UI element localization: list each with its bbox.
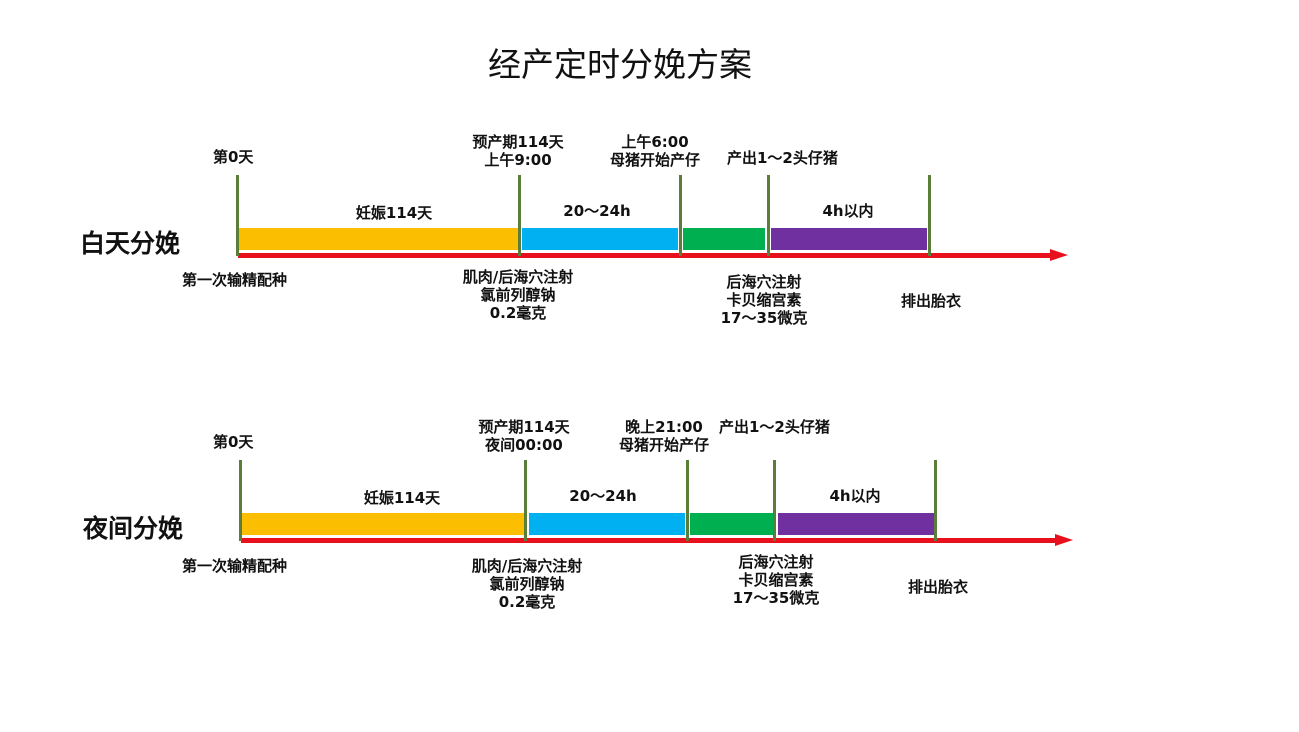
night-timeline-arrow xyxy=(241,538,1057,543)
night-arrow-head xyxy=(1055,534,1073,546)
night-placenta-duration-label: 4h以内 xyxy=(829,487,881,505)
night-inj2-line3: 17～35微克 xyxy=(732,589,820,607)
night-inj1-line3: 0.2毫克 xyxy=(498,593,556,611)
night-injection1-label: 肌肉/后海穴注射 氯前列醇钠 0.2毫克 xyxy=(472,557,582,611)
day-wait-segment xyxy=(522,228,678,250)
night-produce-label: 产出1～2头仔猪 xyxy=(719,418,830,436)
day-timeline-arrow xyxy=(238,253,1052,258)
day-due-line2: 上午9:00 xyxy=(484,151,552,169)
night-tick-produce xyxy=(773,460,776,541)
night-due-label: 预产期114天 夜间00:00 xyxy=(478,418,569,454)
night-injection2-label: 后海穴注射 卡贝缩宫素 17～35微克 xyxy=(733,553,820,607)
day-tick-end xyxy=(928,175,931,256)
day-tick-day0 xyxy=(236,175,239,256)
day-produce-label: 产出1～2头仔猪 xyxy=(727,149,838,167)
night-insem-label: 第一次输精配种 xyxy=(182,557,288,575)
night-start-label: 晚上21:00 母猪开始产仔 xyxy=(619,418,709,454)
night-wait-label: 20～24h xyxy=(569,487,637,505)
night-tick-end xyxy=(934,460,937,541)
day-inj1-line3: 0.2毫克 xyxy=(489,304,547,322)
night-day0-label: 第0天 xyxy=(213,433,254,451)
day-inj2-line2: 卡贝缩宫素 xyxy=(726,291,802,309)
day-arrow-head xyxy=(1050,249,1068,261)
night-row-label: 夜间分娩 xyxy=(83,514,184,543)
day-placenta-duration-label: 4h以内 xyxy=(822,202,874,220)
day-inj1-line1: 肌肉/后海穴注射 xyxy=(462,268,574,286)
night-placenta-segment xyxy=(778,513,934,535)
night-inj2-line2: 卡贝缩宫素 xyxy=(738,571,814,589)
day-injection1-label: 肌肉/后海穴注射 氯前列醇钠 0.2毫克 xyxy=(463,268,573,322)
night-inj1-line2: 氯前列醇钠 xyxy=(489,575,565,593)
day-tick-due xyxy=(518,175,521,256)
night-gestation-label: 妊娠114天 xyxy=(363,489,441,507)
day-day0-label: 第0天 xyxy=(213,148,254,166)
day-inj2-line3: 17～35微克 xyxy=(720,309,808,327)
day-tick-produce xyxy=(767,175,770,256)
night-inj1-line1: 肌肉/后海穴注射 xyxy=(471,557,583,575)
day-start-label: 上午6:00 母猪开始产仔 xyxy=(610,133,700,169)
day-start-line2: 母猪开始产仔 xyxy=(609,151,701,169)
day-placenta-segment xyxy=(771,228,927,250)
day-row-label: 白天分娩 xyxy=(80,229,181,258)
night-start-line1: 晚上21:00 xyxy=(625,418,703,436)
night-inj2-line1: 后海穴注射 xyxy=(738,553,814,571)
diagram-title: 经产定时分娩方案 xyxy=(488,45,752,84)
day-gestation-label: 妊娠114天 xyxy=(355,204,433,222)
day-start-line1: 上午6:00 xyxy=(621,133,689,151)
day-farrow-segment xyxy=(683,228,765,250)
day-placenta-label: 排出胎衣 xyxy=(901,292,962,310)
night-wait-segment xyxy=(529,513,685,535)
day-due-label: 预产期114天 上午9:00 xyxy=(472,133,563,169)
day-wait-label: 20～24h xyxy=(563,202,631,220)
night-due-line1: 预产期114天 xyxy=(478,418,570,436)
night-gestation-segment xyxy=(242,513,524,535)
night-tick-day0 xyxy=(239,460,242,541)
day-inj1-line2: 氯前列醇钠 xyxy=(480,286,556,304)
night-farrow-segment xyxy=(690,513,773,535)
night-placenta-label: 排出胎衣 xyxy=(908,578,969,596)
night-tick-start xyxy=(686,460,689,541)
day-insem-label: 第一次输精配种 xyxy=(182,271,288,289)
day-inj2-line1: 后海穴注射 xyxy=(726,273,802,291)
day-gestation-segment xyxy=(239,228,518,250)
day-due-line1: 预产期114天 xyxy=(472,133,564,151)
day-injection2-label: 后海穴注射 卡贝缩宫素 17～35微克 xyxy=(721,273,808,327)
night-due-line2: 夜间00:00 xyxy=(485,436,563,454)
night-start-line2: 母猪开始产仔 xyxy=(618,436,710,454)
night-tick-due xyxy=(524,460,527,541)
day-tick-start xyxy=(679,175,682,256)
